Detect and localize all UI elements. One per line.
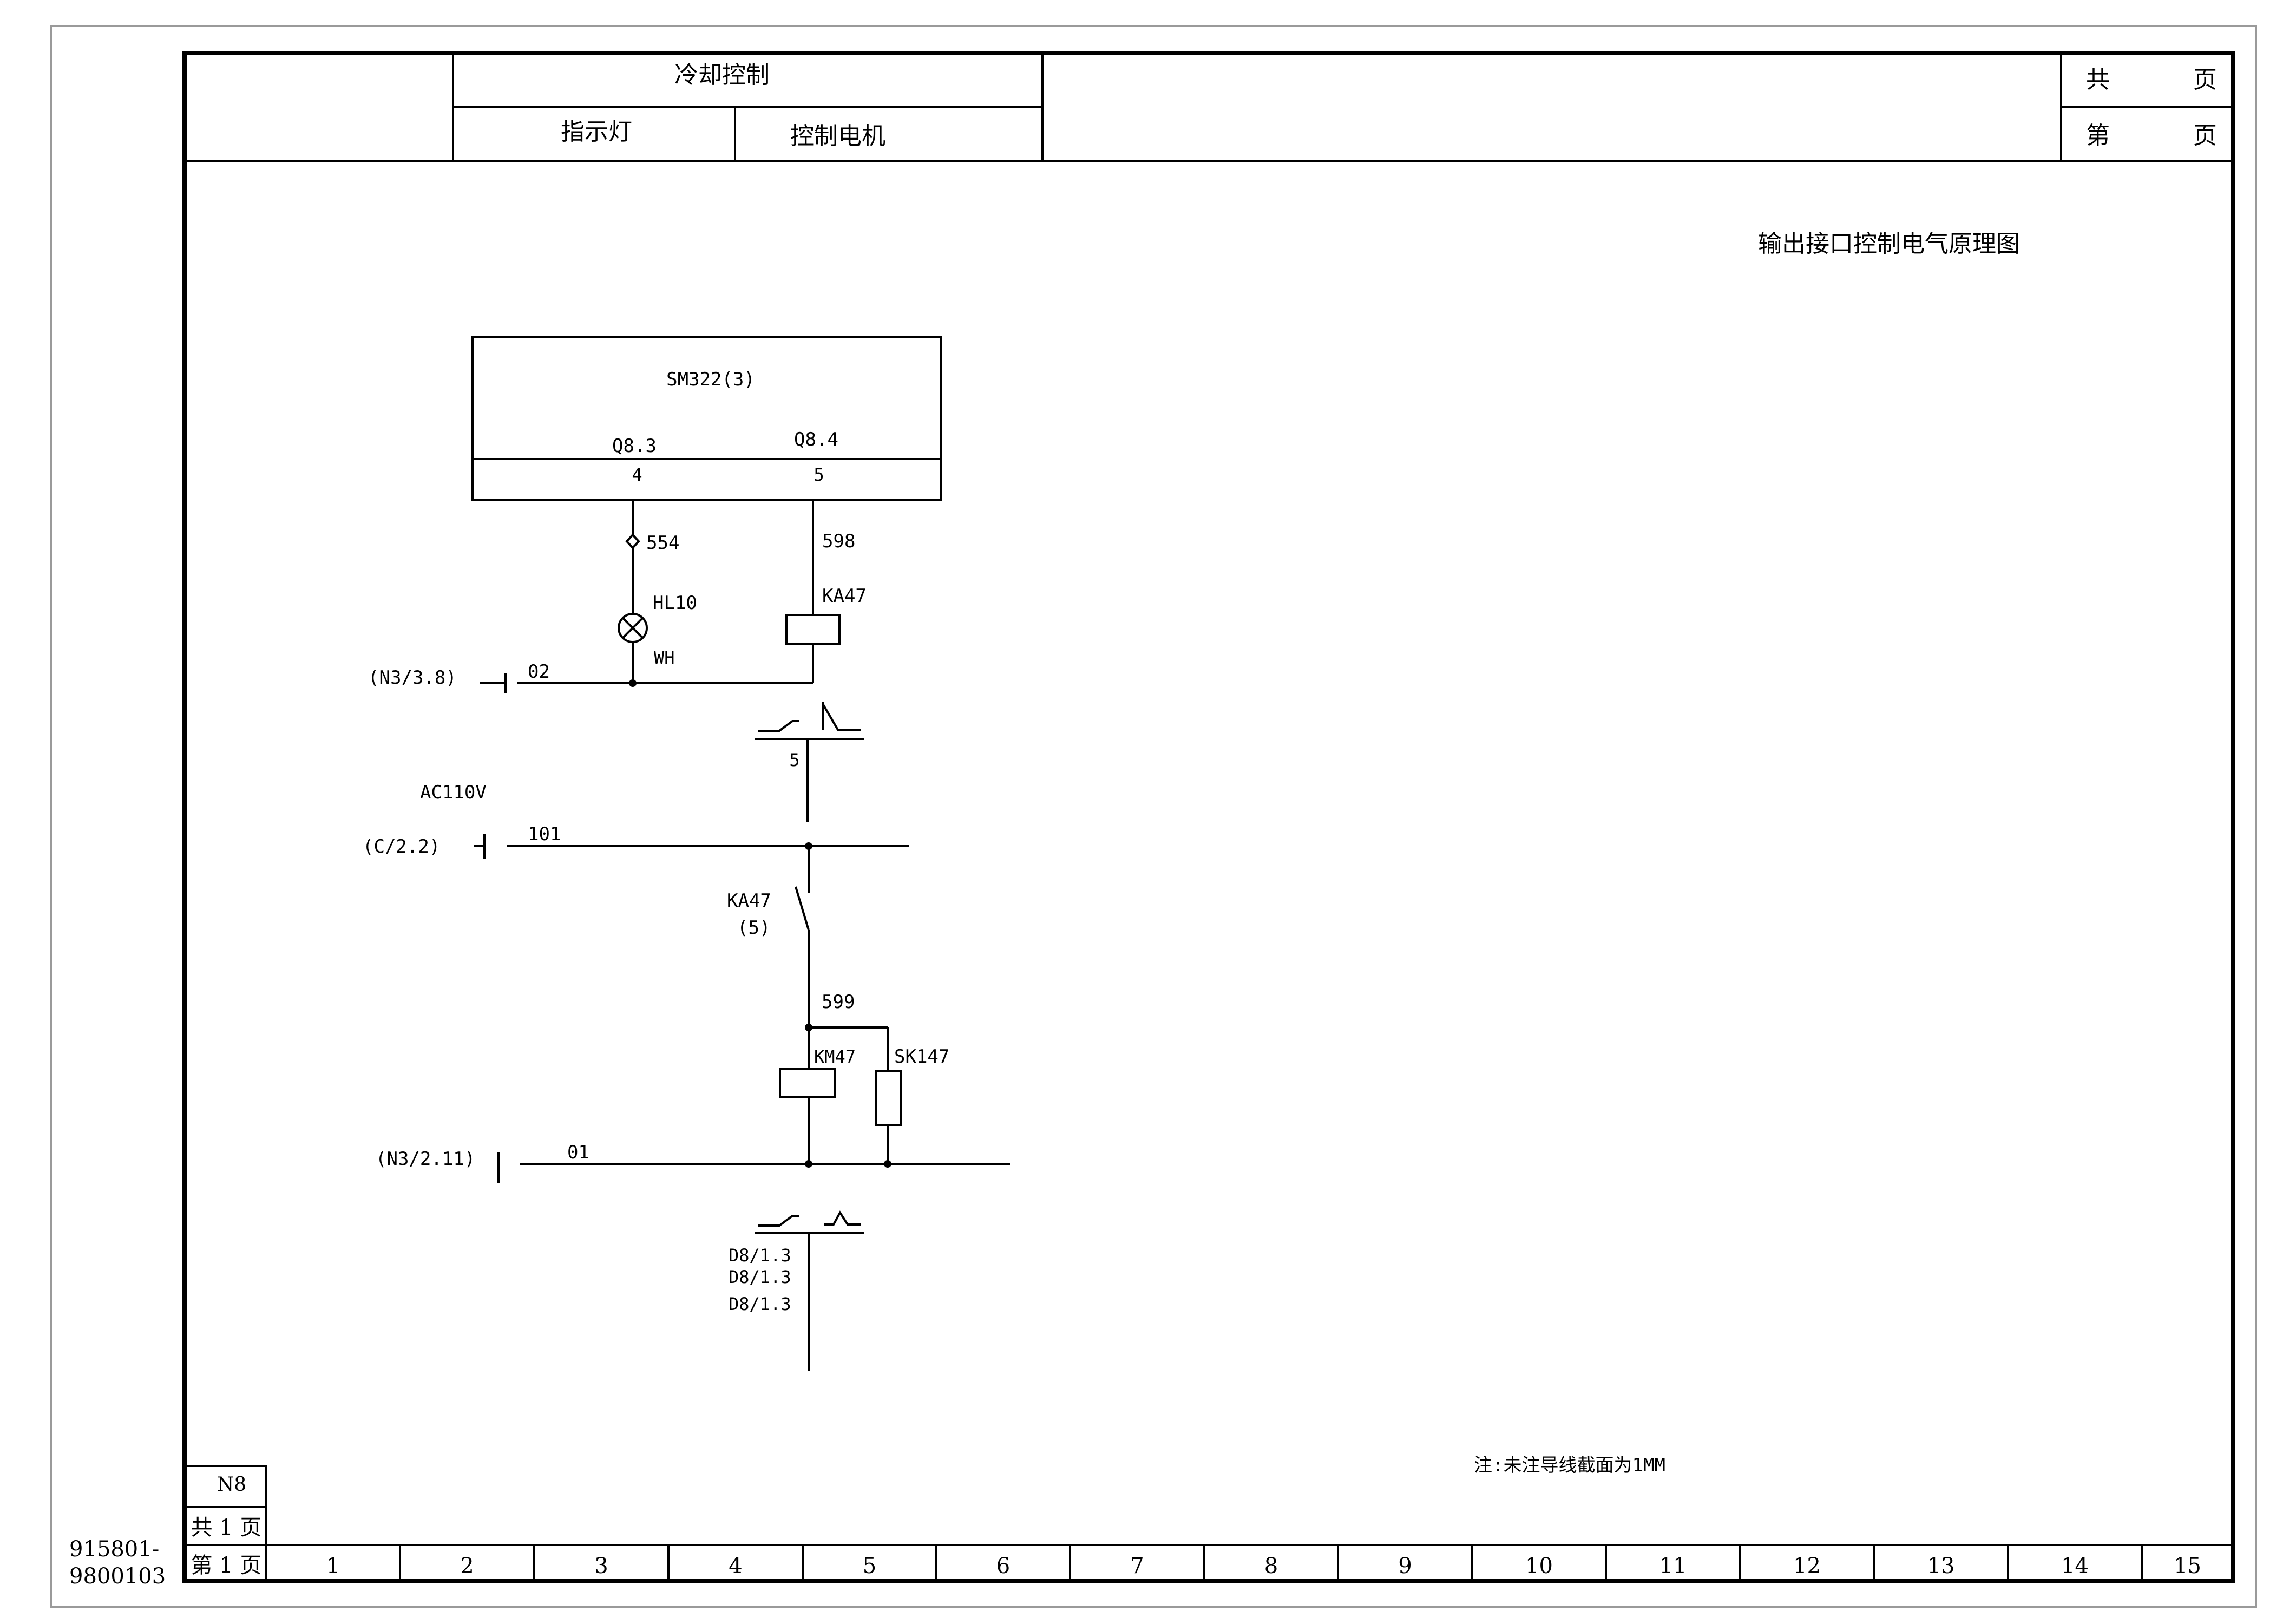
voltage-label: AC110V [420,782,487,803]
ref-n3-3-8: (N3/3.8) [368,667,457,689]
indicator-column-label: 指示灯 [561,118,632,146]
column-number: 13 [1927,1554,1955,1579]
ref-c-2-2: (C/2.2) [363,836,440,857]
plc-terminal-4: 4 [632,464,642,485]
column-number: 11 [1659,1554,1687,1579]
column-number: 8 [1264,1554,1278,1579]
drawing-frame [182,51,2235,1583]
plc-module-label: SM322(3) [666,369,755,390]
column-number: 4 [729,1554,742,1579]
control-motor-column-label: 控制电机 [790,122,885,150]
junction-dot [629,679,637,687]
column-number: 10 [1525,1554,1553,1579]
total-pages-unit: 页 [2193,66,2217,94]
lamp-icon [618,613,648,643]
total-pages: 共 1 页 [191,1515,262,1540]
plc-output-q84: Q8.4 [794,429,838,450]
column-number: 6 [996,1554,1010,1579]
column-number: 9 [1398,1554,1412,1579]
plc-module [471,336,942,501]
function-title: 冷却控制 [674,61,770,89]
plc-terminal-5: 5 [814,464,824,485]
contactor-tag: KM47 [814,1046,856,1067]
lamp-color: WH [654,647,675,668]
wire-598-label: 598 [822,531,855,552]
junction-dot [884,1160,891,1168]
xref-d8-2: D8/1.3 [729,1267,791,1287]
current-page: 第 1 页 [191,1553,262,1578]
junction-dot [805,1024,812,1031]
column-number: 15 [2174,1554,2201,1579]
junction-dot [805,1160,812,1168]
ref-n3-2-11: (N3/2.11) [376,1148,475,1170]
relay-coil-tag: KA47 [822,585,867,607]
contact-tag: KA47 [727,890,771,912]
column-ruler-dividers [399,1545,2143,1581]
relay-contact-column: 5 [789,750,799,770]
sheet-label: 第 [2086,122,2110,149]
xref-d8-3: D8/1.3 [729,1294,791,1314]
column-number: 3 [594,1554,608,1579]
wire-599-label: 599 [822,991,855,1013]
relay-contact-xref [755,702,864,822]
column-number: 2 [460,1554,474,1579]
relay-coil-icon [785,614,841,645]
wire-101-label: 101 [528,823,561,845]
junction-dot [805,842,812,850]
upper-circuit-wiring [480,500,814,693]
column-number: 14 [2061,1554,2089,1579]
contactor-coil-icon [779,1068,836,1098]
column-number: 7 [1130,1554,1144,1579]
suppressor-icon [875,1070,902,1126]
doc-number-line1: 915801- [69,1537,159,1562]
sheet-code: N8 [217,1474,246,1496]
wire-section-note: 注:未注导线截面为1MM [1474,1455,1665,1476]
column-number: 12 [1793,1554,1821,1579]
wire-554-label: 554 [646,532,679,554]
sheet-unit: 页 [2193,122,2217,149]
wire-02-label: 02 [528,661,550,683]
suppressor-tag: SK147 [894,1046,949,1068]
lower-circuit-wiring [474,834,1010,1183]
doc-number-line2: 9800103 [69,1564,166,1589]
column-number: 5 [863,1554,876,1579]
contactor-contact-xref [755,1210,864,1371]
plc-output-q83: Q8.3 [612,435,657,457]
drawing-title: 输出接口控制电气原理图 [1758,230,2020,258]
wire-01-label: 01 [567,1142,589,1163]
total-pages-label: 共 [2086,66,2110,94]
contact-ref: (5) [737,917,770,939]
column-number: 1 [326,1554,340,1579]
lamp-tag: HL10 [653,592,697,614]
title-block [183,1465,267,1582]
sheet-border [50,25,2257,1608]
xref-d8-1: D8/1.3 [729,1245,791,1266]
header-block [185,53,2233,162]
